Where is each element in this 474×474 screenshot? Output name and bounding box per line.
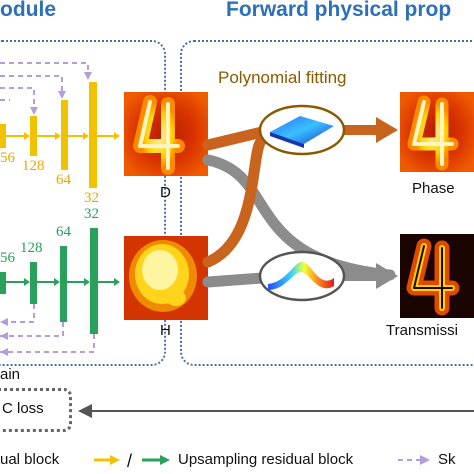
skip-arrowheads-top	[30, 72, 92, 115]
polynomial-fitting-label: Polynomial fitting	[218, 68, 347, 87]
phase-label: Phase	[412, 180, 455, 197]
train-label: ain	[0, 366, 21, 383]
green-label-32: 32	[84, 206, 99, 222]
phase-output-image	[400, 92, 474, 172]
left-module-panel	[0, 40, 166, 366]
legend-marks	[94, 455, 430, 465]
loss-feedback-arrow	[78, 404, 474, 418]
h-label: H	[160, 322, 171, 339]
d-label: D	[160, 184, 171, 201]
loss-label: C loss	[2, 400, 44, 417]
yellow-label-64: 64	[56, 172, 71, 188]
green-flow-arrows	[6, 278, 120, 286]
green-label-56: 56	[0, 250, 15, 266]
legend-separator: /	[127, 451, 133, 471]
transmission-surface-icon	[258, 250, 346, 302]
legend-skip: Sk	[438, 451, 456, 468]
output-arrows	[342, 117, 398, 289]
right-panel-title: Forward physical prop	[226, 0, 452, 21]
green-residual-bars	[0, 228, 98, 334]
yellow-flow-arrows	[6, 132, 120, 140]
forward-physical-panel	[180, 40, 474, 366]
left-panel-title: odule	[0, 0, 56, 21]
d-image	[124, 92, 208, 176]
legend-residual-block: ual block	[0, 451, 60, 468]
h-image	[124, 236, 208, 320]
transmission-label: Transmissi	[386, 322, 458, 339]
skip-arrowheads-bottom	[0, 318, 8, 356]
skip-connections-top	[0, 62, 89, 109]
yellow-upsampling-bars	[0, 82, 97, 188]
skip-connections-bottom	[0, 304, 95, 353]
loss-box	[0, 388, 72, 432]
yellow-label-56: 56	[0, 150, 15, 166]
yellow-label-128: 128	[22, 158, 45, 174]
yellow-label-32: 32	[84, 190, 99, 206]
phase-surface-icon	[258, 104, 346, 156]
legend-upsampling-residual-block: Upsampling residual block	[178, 451, 354, 468]
green-label-128: 128	[20, 240, 43, 256]
transmission-output-image	[400, 234, 474, 318]
green-label-64: 64	[56, 224, 71, 240]
